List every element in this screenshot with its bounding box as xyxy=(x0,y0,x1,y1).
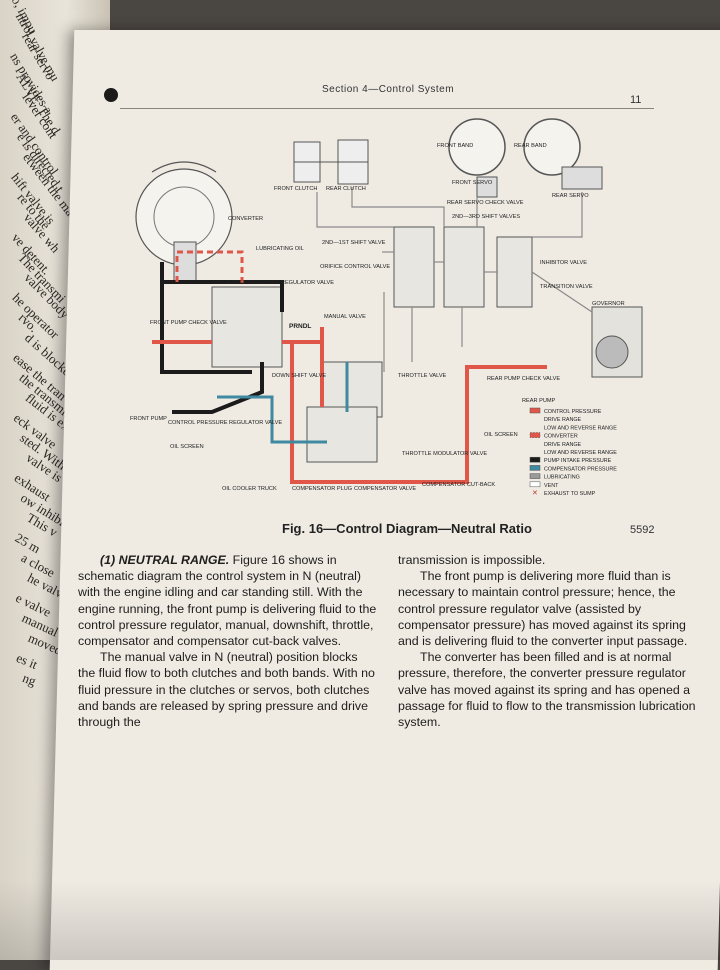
paragraph-text: The converter has been filled and is at … xyxy=(398,650,696,730)
body-column-left: (1) NEUTRAL RANGE. Figure 16 shows in sc… xyxy=(78,552,378,730)
clutch-illustrations xyxy=(293,139,369,185)
label-2nd-3rd-shift-valves: 2ND—3RD SHIFT VALVES xyxy=(452,214,520,220)
label-rear-clutch: REAR CLUTCH xyxy=(326,186,366,192)
label-down-shift-valve: DOWN SHIFT VALVE xyxy=(272,373,326,379)
label-oil-screen-right: OIL SCREEN xyxy=(484,432,518,438)
label-2nd-1st-shift-valve: 2ND—1ST SHIFT VALVE xyxy=(322,240,386,246)
label-throttle-valve: THROTTLE VALVE xyxy=(398,373,447,379)
label-front-pump-check-valve: FRONT PUMP CHECK VALVE xyxy=(150,320,227,326)
control-pressure-lines xyxy=(152,327,547,484)
converter-lines xyxy=(175,250,244,287)
label-oil-cooler-truck: OIL COOLER TRUCK xyxy=(222,486,277,492)
label-rear-band: REAR BAND xyxy=(514,143,547,149)
label-rear-servo: REAR SERVO xyxy=(552,193,589,199)
band-illustrations xyxy=(448,118,603,198)
label-compensator-plug: COMPENSATOR PLUG xyxy=(292,486,352,492)
paragraph-text: The front pump is delivering more fluid … xyxy=(398,569,688,649)
body-column-right: transmission is impossible. The front pu… xyxy=(398,552,704,730)
legend-swatch xyxy=(529,465,541,471)
label-converter: CONVERTER xyxy=(228,216,263,222)
legend-label: CONVERTER xyxy=(544,434,578,440)
paragraph-text: Figure 16 shows in schematic diagram the… xyxy=(78,553,377,649)
paragraph-neutral-range: (1) NEUTRAL RANGE. Figure 16 shows in sc… xyxy=(78,552,378,649)
other-lines xyxy=(316,187,593,372)
compensator-lines xyxy=(217,362,349,444)
control-diagram: FRONT BAND REAR BAND FRONT CLUTCH REAR C… xyxy=(130,118,643,497)
paragraph-manual-valve: The manual valve in N (neutral) position… xyxy=(78,649,378,730)
label-manual-valve: MANUAL VALVE xyxy=(324,314,366,320)
pump-intake-lines xyxy=(160,262,284,414)
label-control-pressure-regulator-valve: CONTROL PRESSURE REGULATOR VALVE xyxy=(168,420,282,426)
label-orifice-control-valve: ORIFICE CONTROL VALVE xyxy=(320,264,390,270)
legend-label: DRIVE RANGE xyxy=(544,417,582,423)
legend-swatch xyxy=(529,473,541,479)
legend-swatch xyxy=(529,456,541,463)
valve-body xyxy=(211,226,533,463)
label-prndl: PRNDL xyxy=(289,323,311,330)
binder-hole xyxy=(104,88,118,102)
label-front-clutch: FRONT CLUTCH xyxy=(274,186,317,192)
label-throttle-modulator-valve: THROTTLE MODULATOR VALVE xyxy=(402,451,487,457)
legend-swatch xyxy=(529,481,541,488)
legend-swatch xyxy=(529,407,541,414)
page-number: 11 xyxy=(630,94,642,106)
legend-swatch: ✕ xyxy=(532,490,538,497)
label-front-servo: FRONT SERVO xyxy=(452,180,493,186)
paragraph-continuation: transmission is impossible. xyxy=(398,552,704,568)
legend-label: LOW AND REVERSE RANGE xyxy=(544,450,617,456)
label-inhibitor-valve: INHIBITOR VALVE xyxy=(540,260,587,266)
paragraph-converter: The converter has been filled and is at … xyxy=(398,649,704,730)
legend-label: CONTROL PRESSURE xyxy=(544,409,602,415)
paragraph-text: transmission is impossible. xyxy=(398,553,546,567)
legend-swatch xyxy=(529,432,541,438)
section-header: Section 4—Control System xyxy=(322,84,455,95)
header-rule xyxy=(120,108,654,109)
left-page-text-fragment: ng xyxy=(20,670,39,689)
paragraph-front-pump: The front pump is delivering more fluid … xyxy=(398,568,704,649)
label-lubricating-oil: LUBRICATING OIL xyxy=(256,246,304,252)
figure-caption: Fig. 16—Control Diagram—Neutral Ratio xyxy=(282,521,532,536)
label-front-pump: FRONT PUMP xyxy=(130,416,167,422)
legend-label: PUMP INTAKE PRESSURE xyxy=(544,458,612,464)
label-transition-valve: TRANSITION VALVE xyxy=(540,284,593,290)
label-rear-pump: REAR PUMP xyxy=(522,398,556,404)
label-compensator-cutback: COMPENSATOR CUT-BACK xyxy=(422,482,495,488)
legend-label: DRIVE RANGE xyxy=(544,442,582,448)
legend-label: VENT xyxy=(544,483,559,489)
label-converter-pressure-regulator-valve: CONVERTER PRESSURE REGULATOR VALVE xyxy=(212,280,334,286)
legend-label: EXHAUST TO SUMP xyxy=(544,491,596,497)
label-rear-servo-check-valve: REAR SERVO CHECK VALVE xyxy=(447,200,524,206)
figure-number: 5592 xyxy=(630,524,655,536)
label-front-band: FRONT BAND xyxy=(437,143,473,149)
label-compensator-valve: COMPENSATOR VALVE xyxy=(354,486,416,492)
converter-illustration xyxy=(135,161,233,283)
legend-label: LOW AND REVERSE RANGE xyxy=(544,425,617,431)
governor-illustration xyxy=(591,306,643,378)
legend-label: LUBRICATING xyxy=(544,475,580,481)
legend-label: COMPENSATOR PRESSURE xyxy=(544,466,617,472)
label-governor: GOVERNOR xyxy=(592,301,625,307)
paragraph-runin: (1) NEUTRAL RANGE. xyxy=(100,553,230,567)
diagram-legend: CONTROL PRESSURE DRIVE RANGE LOW AND REVER… xyxy=(529,407,617,497)
paragraph-text: The manual valve in N (neutral) position… xyxy=(78,650,375,730)
label-oil-screen-left: OIL SCREEN xyxy=(170,444,204,450)
label-rear-pump-check-valve: REAR PUMP CHECK VALVE xyxy=(487,376,560,382)
